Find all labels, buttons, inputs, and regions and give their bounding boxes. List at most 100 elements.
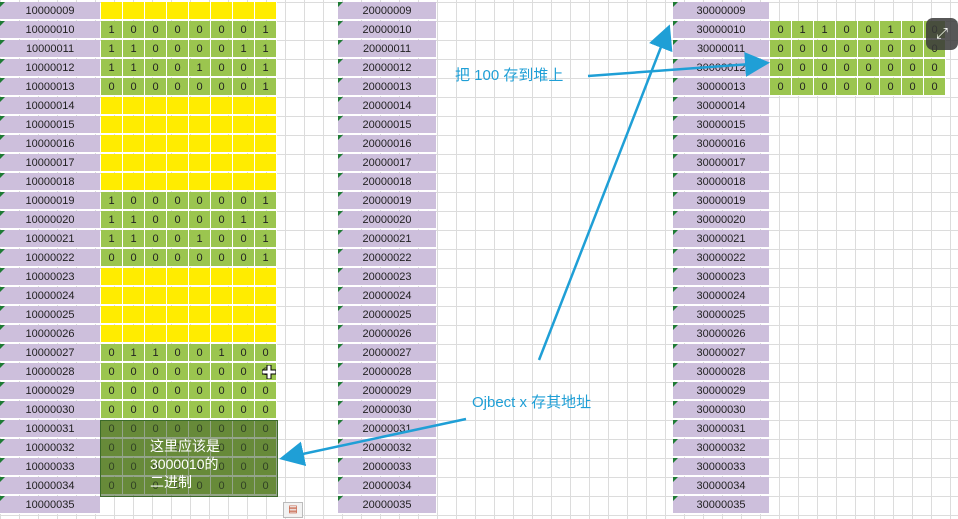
bit-cell[interactable]: 0 (189, 21, 211, 39)
bit-cell[interactable]: 0 (770, 59, 792, 77)
bit-cell[interactable]: 0 (233, 401, 255, 419)
bit-cell[interactable]: 0 (233, 249, 255, 267)
paste-options-icon[interactable]: ▤ (283, 502, 303, 518)
bit-cell[interactable] (167, 135, 189, 153)
bit-cell[interactable]: 0 (814, 59, 836, 77)
bit-cell[interactable]: 0 (189, 401, 211, 419)
bit-cell[interactable]: 0 (101, 344, 123, 362)
bit-cell[interactable]: 0 (836, 40, 858, 58)
bit-cell[interactable] (255, 268, 277, 286)
address-cell[interactable]: 10000020 (0, 211, 100, 229)
bit-cell[interactable] (233, 325, 255, 343)
bit-cell[interactable] (233, 287, 255, 305)
bit-cell[interactable]: 1 (189, 59, 211, 77)
address-cell[interactable]: 10000012 (0, 59, 100, 77)
bit-cell[interactable]: 0 (858, 21, 880, 39)
bit-cell[interactable]: 0 (189, 40, 211, 58)
address-cell[interactable]: 10000017 (0, 154, 100, 172)
address-cell[interactable]: 10000025 (0, 306, 100, 324)
bit-cell[interactable] (145, 116, 167, 134)
address-cell[interactable]: 30000023 (673, 268, 769, 286)
bit-cell[interactable] (145, 268, 167, 286)
address-cell[interactable]: 10000010 (0, 21, 100, 39)
bit-cell[interactable]: 0 (211, 363, 233, 381)
address-cell[interactable]: 10000034 (0, 477, 100, 495)
address-cell[interactable]: 30000025 (673, 306, 769, 324)
bit-cell[interactable]: 0 (167, 401, 189, 419)
address-cell[interactable]: 30000032 (673, 439, 769, 457)
bit-cell[interactable] (189, 268, 211, 286)
bit-cell[interactable]: 0 (145, 211, 167, 229)
bit-cell[interactable] (211, 287, 233, 305)
address-cell[interactable]: 30000034 (673, 477, 769, 495)
bit-cell[interactable]: 0 (145, 21, 167, 39)
address-cell[interactable]: 20000010 (338, 21, 436, 39)
bit-cell[interactable]: 0 (145, 59, 167, 77)
bit-cell[interactable]: 0 (123, 363, 145, 381)
bit-cell[interactable] (233, 306, 255, 324)
bit-cell[interactable]: 0 (145, 401, 167, 419)
bit-cell[interactable]: 0 (233, 59, 255, 77)
address-cell[interactable]: 10000015 (0, 116, 100, 134)
bit-cell[interactable]: 0 (836, 21, 858, 39)
address-cell[interactable]: 10000014 (0, 97, 100, 115)
bit-cell[interactable] (211, 154, 233, 172)
bit-cell[interactable] (167, 116, 189, 134)
bit-cell[interactable]: 0 (880, 78, 902, 96)
address-cell[interactable]: 20000015 (338, 116, 436, 134)
bit-cell[interactable]: 0 (858, 59, 880, 77)
bit-cell[interactable]: 0 (211, 401, 233, 419)
bit-cell[interactable] (167, 325, 189, 343)
bit-cell[interactable] (123, 173, 145, 191)
bit-cell[interactable]: 0 (255, 382, 277, 400)
bit-cell[interactable]: 1 (101, 192, 123, 210)
bit-cell[interactable]: 1 (123, 59, 145, 77)
bit-cell[interactable]: 1 (189, 230, 211, 248)
bit-cell[interactable] (255, 173, 277, 191)
bit-cell[interactable]: 0 (902, 78, 924, 96)
bit-cell[interactable]: 0 (101, 401, 123, 419)
bit-cell[interactable] (189, 306, 211, 324)
bit-cell[interactable] (167, 287, 189, 305)
bit-cell[interactable]: 0 (211, 192, 233, 210)
bit-cell[interactable] (233, 116, 255, 134)
bit-cell[interactable] (145, 2, 167, 20)
address-cell[interactable]: 10000021 (0, 230, 100, 248)
bit-cell[interactable]: 1 (255, 78, 277, 96)
bit-cell[interactable]: 0 (792, 78, 814, 96)
address-cell[interactable]: 10000018 (0, 173, 100, 191)
address-cell[interactable]: 10000013 (0, 78, 100, 96)
bit-cell[interactable]: 0 (189, 78, 211, 96)
bit-cell[interactable] (255, 287, 277, 305)
bit-cell[interactable] (189, 325, 211, 343)
bit-cell[interactable] (233, 97, 255, 115)
bit-cell[interactable]: 0 (189, 382, 211, 400)
address-cell[interactable]: 20000033 (338, 458, 436, 476)
bit-cell[interactable]: 0 (902, 59, 924, 77)
bit-cell[interactable] (101, 116, 123, 134)
bit-cell[interactable]: 0 (167, 344, 189, 362)
bit-cell[interactable] (211, 116, 233, 134)
address-cell[interactable]: 10000016 (0, 135, 100, 153)
address-cell[interactable]: 20000019 (338, 192, 436, 210)
address-cell[interactable]: 20000011 (338, 40, 436, 58)
bit-cell[interactable] (123, 97, 145, 115)
address-cell[interactable]: 30000017 (673, 154, 769, 172)
bit-cell[interactable] (123, 306, 145, 324)
bit-cell[interactable]: 0 (145, 78, 167, 96)
bit-cell[interactable]: 0 (123, 192, 145, 210)
bit-cell[interactable] (211, 325, 233, 343)
address-cell[interactable]: 20000026 (338, 325, 436, 343)
bit-cell[interactable] (255, 116, 277, 134)
address-cell[interactable]: 10000019 (0, 192, 100, 210)
address-cell[interactable]: 20000022 (338, 249, 436, 267)
bit-cell[interactable]: 0 (880, 40, 902, 58)
bit-cell[interactable]: 0 (211, 59, 233, 77)
bit-cell[interactable]: 0 (123, 401, 145, 419)
bit-cell[interactable]: 0 (836, 78, 858, 96)
bit-cell[interactable]: 0 (167, 249, 189, 267)
bit-cell[interactable] (233, 135, 255, 153)
bit-cell[interactable] (123, 287, 145, 305)
address-cell[interactable]: 30000018 (673, 173, 769, 191)
bit-cell[interactable] (211, 268, 233, 286)
